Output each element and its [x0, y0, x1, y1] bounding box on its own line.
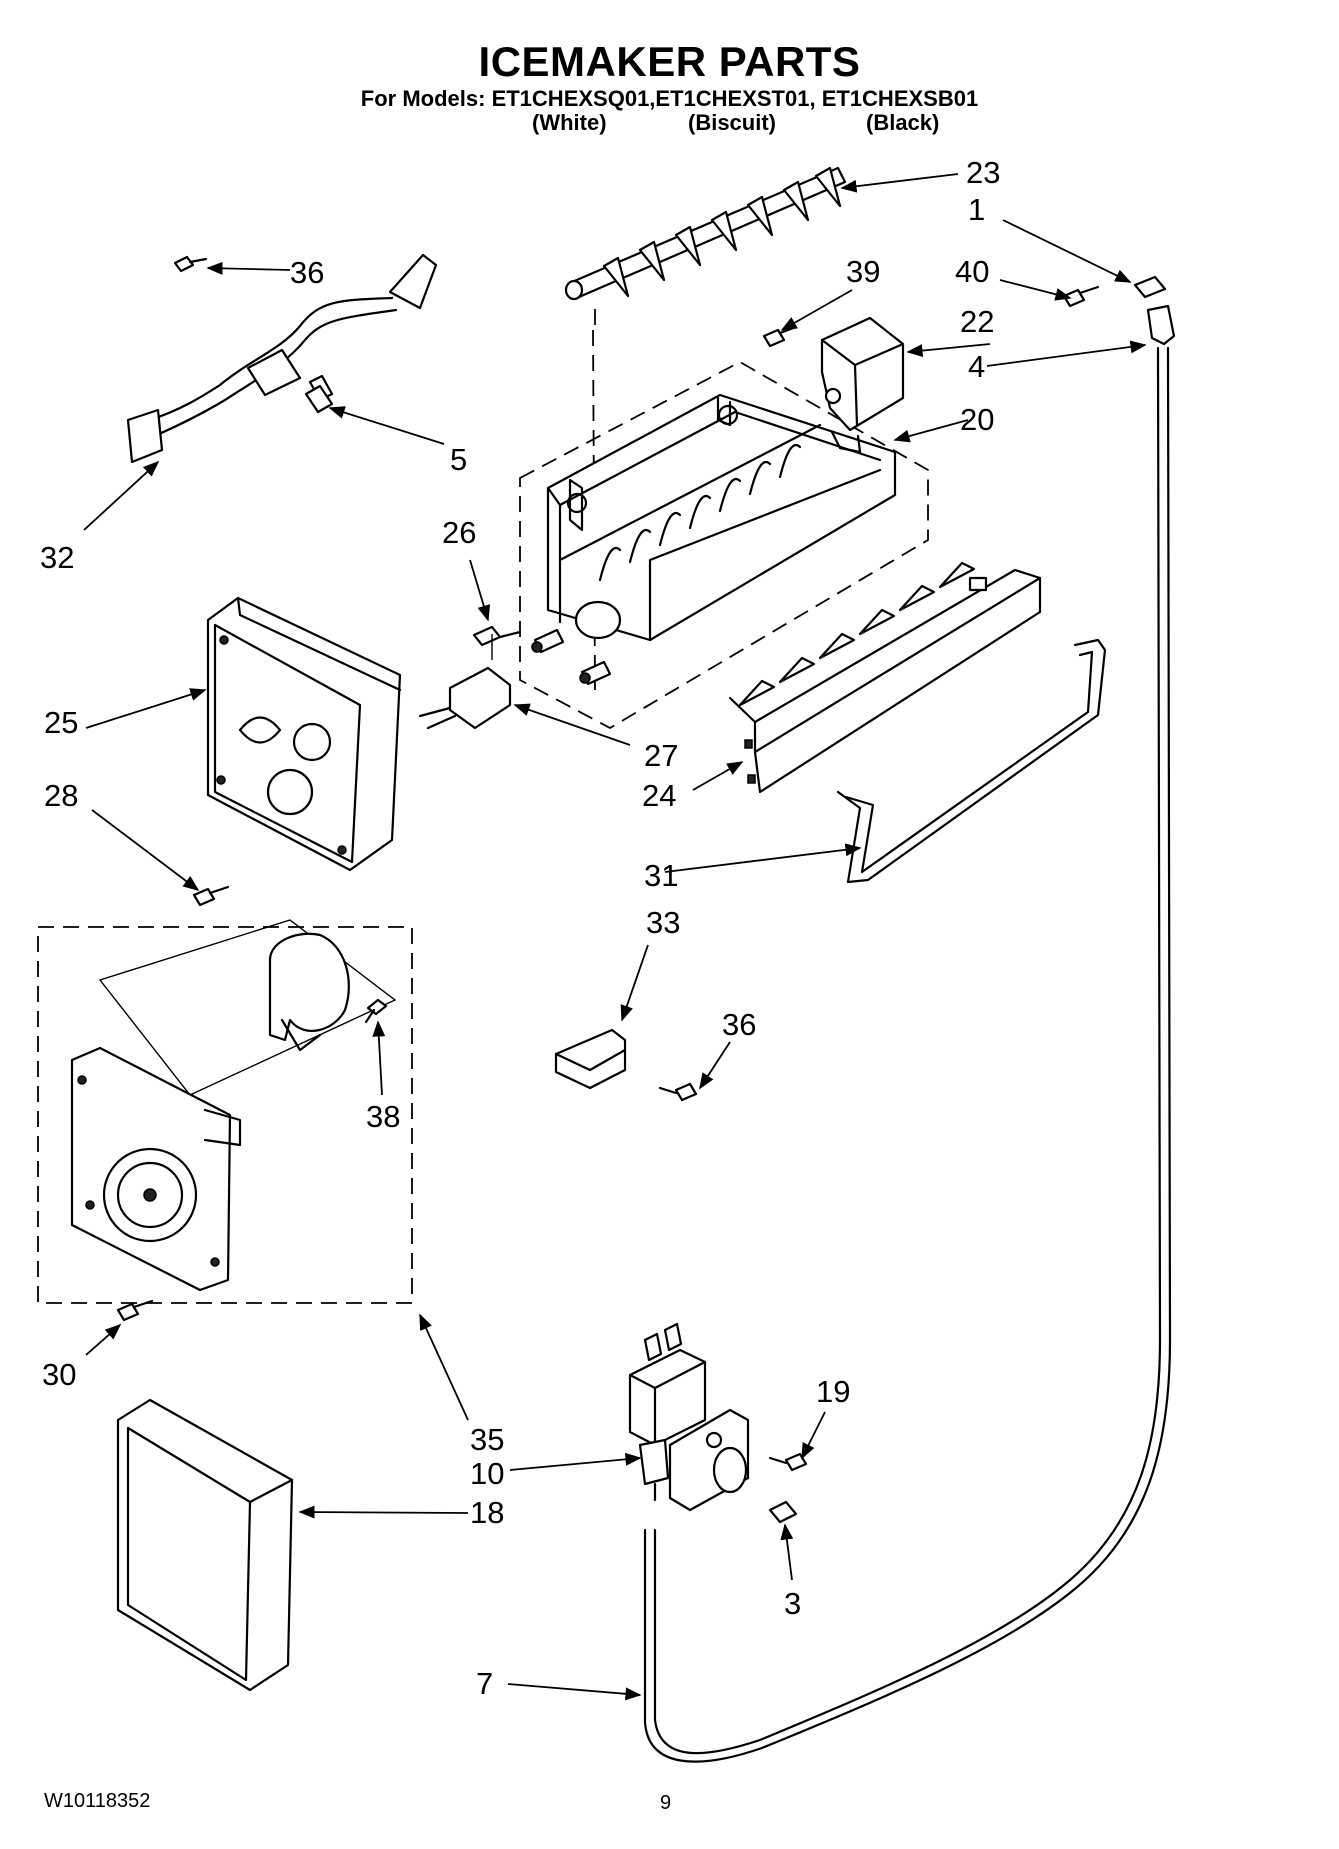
- heater-terminal: [472, 625, 522, 647]
- part-labels: 23 1 40 22 4 20 39 36 5 32 26 25 27 24 2…: [40, 155, 1000, 1701]
- label-part-24: 24: [642, 778, 676, 813]
- label-part-27: 27: [644, 738, 678, 773]
- label-part-19: 19: [816, 1374, 850, 1409]
- label-part-35: 35: [470, 1422, 504, 1457]
- label-part-18: 18: [470, 1495, 504, 1530]
- page-title: ICEMAKER PARTS: [478, 38, 861, 85]
- label-part-40: 40: [955, 254, 989, 289]
- screw-30: [116, 1299, 154, 1322]
- label-part-22: 22: [960, 304, 994, 339]
- label-part-26: 26: [442, 515, 476, 550]
- label-part-25: 25: [44, 705, 78, 740]
- front-cover: [116, 1398, 294, 1692]
- variant-black: (Black): [866, 110, 940, 135]
- screw-38: [364, 998, 388, 1024]
- thermostat: [418, 666, 512, 730]
- label-part-10: 10: [470, 1456, 504, 1491]
- label-part-5: 5: [450, 442, 467, 477]
- label-part-28: 28: [44, 778, 78, 813]
- screw-40: [1062, 285, 1100, 308]
- models-line: For Models: ET1CHEXSQ01,ET1CHEXST01, ET1…: [360, 86, 979, 111]
- label-part-32: 32: [40, 540, 74, 575]
- variant-biscuit: (Biscuit): [688, 110, 776, 135]
- label-part-31: 31: [644, 858, 678, 893]
- water-tube: [643, 346, 1172, 1763]
- label-part-3: 3: [784, 1586, 801, 1621]
- label-part-39: 39: [846, 254, 880, 289]
- screw-36-top: [173, 255, 208, 273]
- label-part-33: 33: [646, 905, 680, 940]
- label-part-20: 20: [960, 402, 994, 437]
- screw-39: [762, 325, 798, 348]
- clamp-1: [1133, 275, 1167, 299]
- variant-white: (White): [532, 110, 607, 135]
- clip-3: [768, 1500, 798, 1524]
- page-number: 9: [660, 1792, 672, 1814]
- label-part-30: 30: [42, 1357, 76, 1392]
- screw-36-mid: [658, 1082, 698, 1102]
- label-part-36-top: 36: [290, 255, 324, 290]
- control-housing: [206, 596, 402, 872]
- label-part-23: 23: [966, 155, 1000, 190]
- label-part-7: 7: [476, 1666, 493, 1701]
- nut-4: [1146, 304, 1176, 346]
- label-part-4: 4: [968, 349, 985, 384]
- motor-module: [70, 919, 397, 1292]
- stripper: [728, 561, 1042, 794]
- shutoff-arm: [836, 638, 1107, 884]
- water-valve: [628, 1322, 750, 1512]
- bracket-33: [554, 1028, 627, 1090]
- clip-5: [304, 384, 334, 414]
- screw-19: [768, 1452, 808, 1472]
- fill-cup-bracket: [820, 316, 905, 432]
- leader-lines: [83, 173, 1147, 1701]
- label-part-36-mid: 36: [722, 1007, 756, 1042]
- label-part-38: 38: [366, 1099, 400, 1134]
- document-number: W10118352: [44, 1790, 151, 1812]
- screw-28: [192, 885, 230, 907]
- ejector-shaft: [564, 166, 847, 301]
- wire-harness: [126, 253, 438, 464]
- motor-module-outline: [37, 926, 413, 1304]
- ice-mold: [531, 393, 897, 686]
- label-part-1: 1: [968, 192, 985, 227]
